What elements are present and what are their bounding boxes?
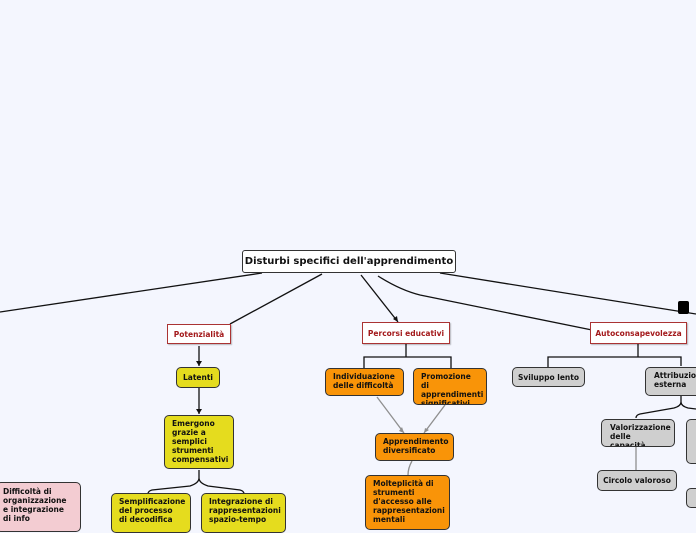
topic-sviluppo-lento[interactable]: Sviluppo lento xyxy=(512,367,585,387)
collapsed-branch-marker[interactable] xyxy=(678,301,689,314)
topic-autoconsapevolezza[interactable]: Autoconsapevolezza xyxy=(590,322,687,344)
topic-emergono[interactable]: Emergono grazie a semplici strumenti com… xyxy=(164,415,234,469)
topic-latenti[interactable]: Latenti xyxy=(176,367,220,388)
topic-difficolta[interactable]: Difficoltà di organizzazione e integrazi… xyxy=(0,482,81,532)
arrow-head xyxy=(393,316,398,322)
arrow-head xyxy=(196,361,202,366)
link-attribuzione-children xyxy=(635,396,696,419)
link-central-left-offscreen xyxy=(0,272,263,313)
link-central-percorsi xyxy=(360,274,399,323)
link-promozione-apprendimento xyxy=(423,404,446,434)
topic-percorsi-educativi[interactable]: Percorsi educativi xyxy=(362,322,450,344)
topic-integrazione[interactable]: Integrazione di rappresentazioni spazio-… xyxy=(201,493,286,533)
topic-semplificazione[interactable]: Semplificazione del processo di decodifi… xyxy=(111,493,191,533)
topic-potenzialita[interactable]: Potenzialità xyxy=(167,324,231,344)
connector-lines xyxy=(0,272,696,495)
topic-circolo-valoroso[interactable]: Circolo valoroso xyxy=(597,470,677,491)
arrow-head xyxy=(399,427,404,433)
link-emergono-children xyxy=(147,470,245,495)
topic-partial-offscreen[interactable] xyxy=(686,419,696,464)
topic-individuazione[interactable]: Individuazione delle difficoltà xyxy=(325,368,404,396)
arrow-head xyxy=(424,428,429,433)
topic-valorizzazione[interactable]: Valorizzazione delle capacità xyxy=(601,419,675,447)
topic-partial-offscreen[interactable] xyxy=(686,488,696,508)
topic-apprendimento-diversificato[interactable]: Apprendimento diversificato xyxy=(375,433,454,461)
topic-attribuzione-esterna[interactable]: Attribuzione esterna xyxy=(645,367,696,396)
arrow-head xyxy=(196,409,202,414)
central-topic[interactable]: Disturbi specifici dell'apprendimento xyxy=(242,250,456,273)
topic-promozione[interactable]: Promozione di apprendimenti significativ… xyxy=(413,368,487,405)
link-individuazione-apprendimento xyxy=(376,396,405,434)
link-central-right-offscreen xyxy=(439,272,696,315)
link-apprendimento-molteplicita xyxy=(407,460,413,476)
link-central-potenzialita xyxy=(229,273,323,325)
link-percorsi-children xyxy=(363,344,452,368)
link-auto-children xyxy=(547,344,682,368)
topic-molteplicita[interactable]: Molteplicità di strumenti d'accesso alle… xyxy=(365,475,450,530)
link-central-autoconsapevolezza xyxy=(377,275,593,331)
